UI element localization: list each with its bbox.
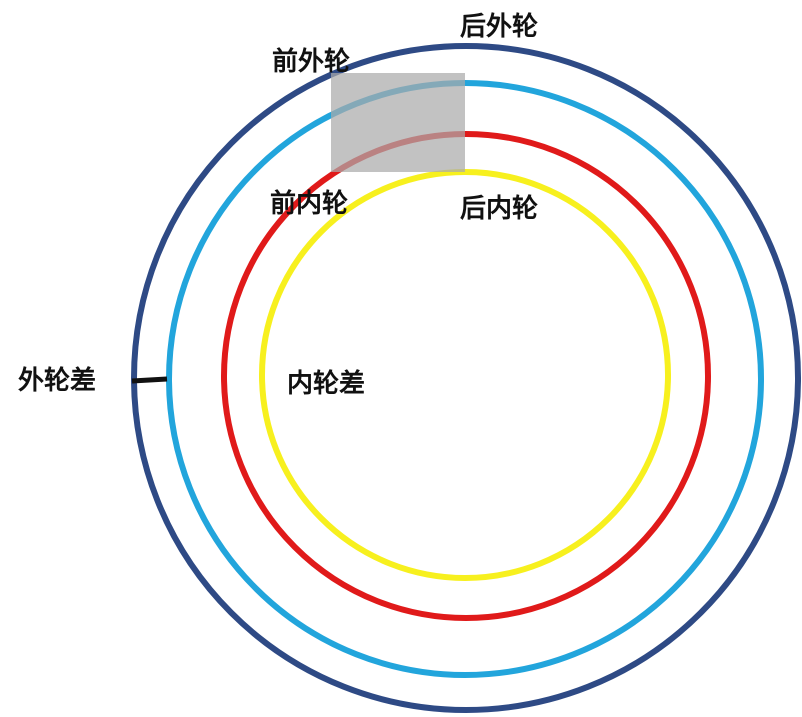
label-front-outer-wheel: 前外轮 (272, 47, 351, 77)
label-inner-difference: 内轮差 (287, 369, 366, 399)
inner-front-wheel-circle (221, 131, 711, 621)
outer-rear-wheel-circle (131, 43, 801, 713)
highlight-box (331, 73, 465, 172)
label-rear-outer-wheel: 后外轮 (460, 12, 539, 42)
label-front-inner-wheel: 前内轮 (270, 189, 349, 219)
label-rear-inner-wheel: 后内轮 (460, 194, 539, 224)
outer-difference-marker (131, 376, 168, 384)
label-outer-difference: 外轮差 (18, 366, 97, 396)
